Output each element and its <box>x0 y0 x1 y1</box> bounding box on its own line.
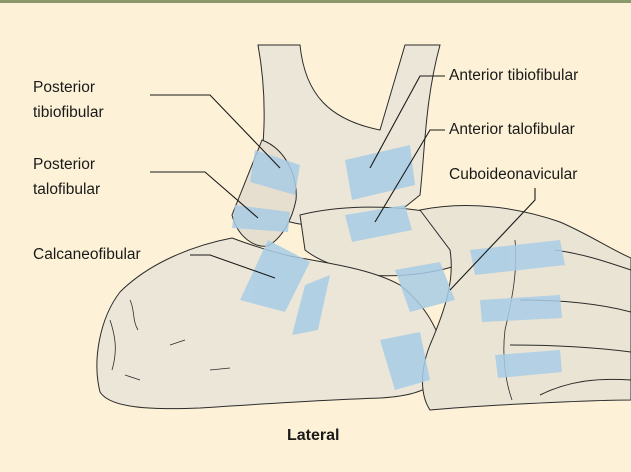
label-cuboideonavicular: Cuboideonavicular <box>449 166 577 184</box>
label-posterior-talofibular-line1: Posterior <box>33 156 95 174</box>
label-anterior-talofibular: Anterior talofibular <box>449 121 575 139</box>
label-posterior-talofibular-line2: talofibular <box>33 181 100 199</box>
label-calcaneofibular: Calcaneofibular <box>33 246 141 264</box>
label-posterior-tibiofibular-line1: Posterior <box>33 79 95 97</box>
label-anterior-tibiofibular: Anterior tibiofibular <box>449 67 578 85</box>
view-caption: Lateral <box>287 427 339 445</box>
label-posterior-tibiofibular-line2: tibiofibular <box>33 104 104 122</box>
